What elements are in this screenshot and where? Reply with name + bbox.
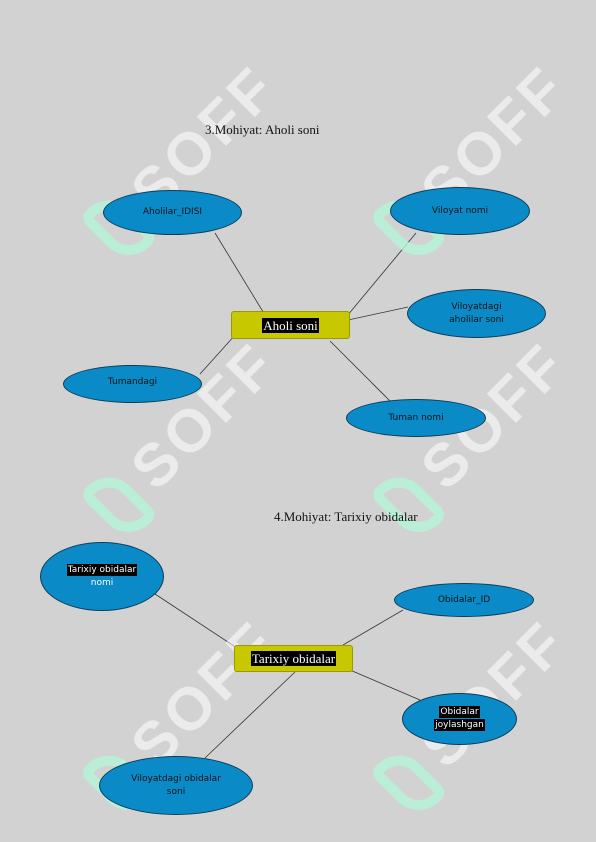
link-aholilar-id: [214, 232, 266, 316]
attribute-tarixiy-obidalar-nomi[interactable]: Tarixiy obidalar nomi: [40, 542, 164, 611]
attribute-label-line1: Viloyatdagi: [451, 301, 502, 312]
attribute-label: Viloyat nomi: [431, 205, 489, 216]
link-obidalar-id: [342, 609, 404, 646]
attribute-label: Obidalar joylashgan: [434, 706, 485, 732]
attribute-tumandagi[interactable]: Tumandagi: [63, 365, 202, 403]
link-viloyat-aholilar: [347, 306, 409, 321]
entity-tarixiy-obidalar[interactable]: Tarixiy obidalar: [234, 645, 353, 672]
attribute-label-line1: Tumandagi: [107, 376, 158, 387]
attribute-tuman-nomi[interactable]: Tuman nomi: [346, 399, 486, 437]
attribute-label-clipped-line: [108, 389, 157, 393]
link-viloyat-obidalar: [204, 671, 296, 759]
attribute-label: Tuman nomi: [388, 412, 444, 423]
attribute-label: Viloyatdagi obidalar soni: [131, 773, 221, 799]
link-tarixiy-nomi: [154, 593, 238, 649]
attribute-obidalar-id[interactable]: Obidalar_ID: [394, 583, 534, 617]
attribute-aholilar-id[interactable]: Aholilar_IDISI: [103, 190, 242, 235]
attribute-label: Obidalar_ID: [437, 594, 491, 605]
attribute-viloyat-nomi[interactable]: Viloyat nomi: [390, 187, 530, 235]
link-tumandagi: [199, 333, 237, 375]
entity-label: Aholi soni: [262, 317, 319, 333]
attribute-label: Viloyatdagi aholilar soni: [449, 301, 504, 327]
section-title-tarixiy-obidalar: 4.Mohiyat: Tarixiy obidalar: [274, 509, 418, 524]
attribute-label-line2: aholilar soni: [449, 314, 504, 325]
entity-label: Tarixiy obidalar: [250, 651, 337, 666]
attribute-label: Aholilar_IDISI: [142, 207, 203, 217]
link-tuman-nomi: [329, 340, 391, 402]
attribute-label-line2: nomi: [90, 578, 114, 588]
attribute-label-line1: Tarixiy obidalar: [66, 564, 138, 576]
attribute-label-line2: joylashgan: [434, 719, 485, 731]
link-viloyat-nomi: [341, 232, 417, 323]
attribute-viloyatdagi-aholilar-soni[interactable]: Viloyatdagi aholilar soni: [407, 289, 546, 338]
entity-aholi-soni[interactable]: Aholi soni: [231, 311, 350, 339]
attribute-label: Tarixiy obidalar nomi: [66, 564, 138, 589]
attribute-viloyatdagi-obidalar-soni[interactable]: Viloyatdagi obidalar soni: [99, 756, 253, 815]
link-joylashgan: [349, 669, 421, 701]
attribute-label-line2: soni: [166, 786, 186, 797]
attribute-obidalar-joylashgan[interactable]: Obidalar joylashgan: [402, 693, 517, 745]
section-title-aholi-soni: 3.Mohiyat: Aholi soni: [205, 122, 320, 137]
attribute-label-line1: Obidalar: [439, 706, 480, 718]
attribute-label: Tumandagi: [108, 376, 157, 393]
attribute-label-line1: Viloyatdagi obidalar: [131, 773, 221, 784]
